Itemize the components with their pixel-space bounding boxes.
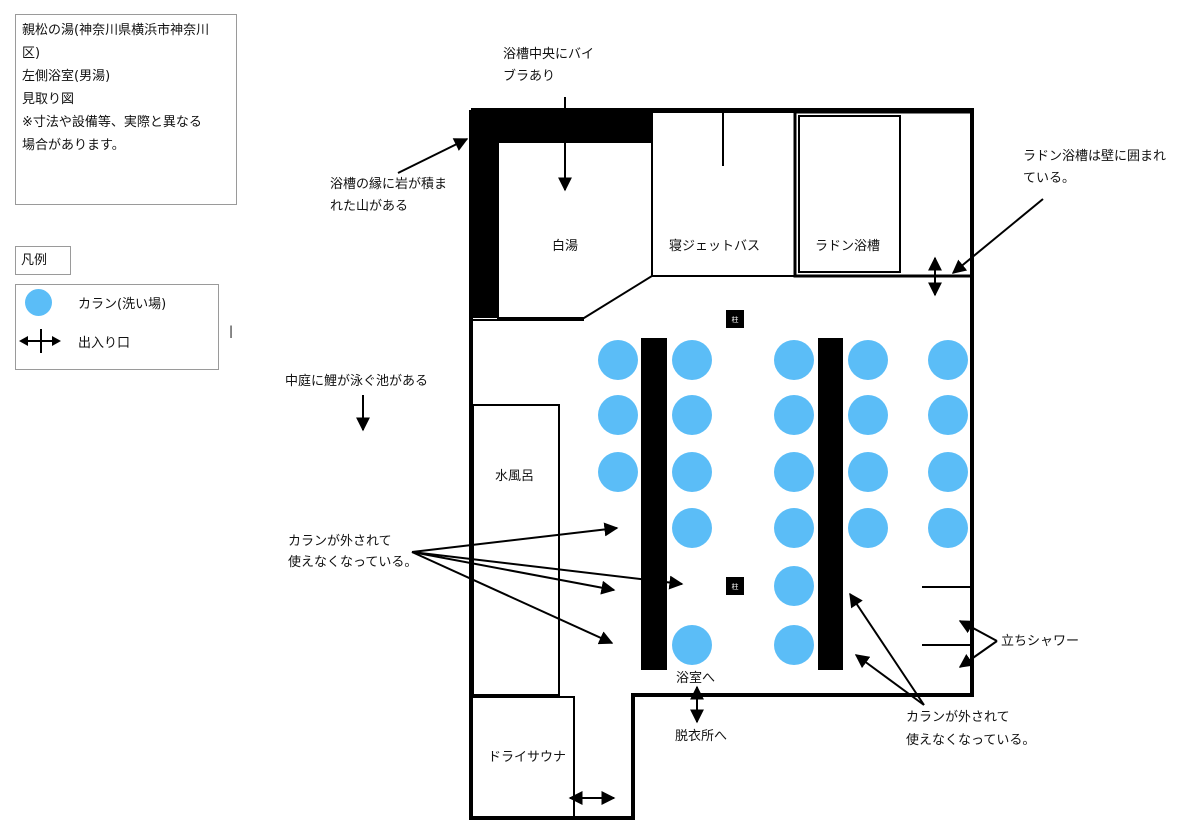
shirayu-tub — [497, 141, 653, 319]
info-line: 左側浴室(男湯) — [22, 69, 111, 84]
annotation-arrow — [951, 198, 1044, 274]
info-line: 場合があります。 — [22, 138, 125, 153]
faucet-partition — [818, 338, 843, 670]
stray-mark: | — [229, 324, 234, 338]
title-info-box: 親松の湯(神奈川県横浜市神奈川 区) 左側浴室(男湯) 見取り図 ※寸法や設備等… — [15, 14, 237, 205]
faucet — [598, 340, 638, 380]
annotation-arrow — [958, 620, 998, 642]
to-dressing-label: 脱衣所へ — [675, 728, 727, 744]
faucet — [672, 452, 712, 492]
vibra-note-line1: 浴槽中央にバイ — [503, 47, 594, 62]
rock-wall-left — [471, 110, 498, 318]
annotation-arrow — [411, 551, 616, 595]
faucet — [928, 340, 968, 380]
info-line: ※寸法や設備等、実際と異なる — [22, 115, 202, 130]
annotation-arrow — [411, 551, 614, 645]
faucet — [848, 452, 888, 492]
faucet — [928, 508, 968, 548]
faucet — [848, 508, 888, 548]
faucets-group — [598, 340, 968, 665]
pillar-label: 柱 — [732, 582, 739, 591]
annotation-arrow — [411, 551, 684, 590]
radon-label: ラドン浴槽 — [815, 239, 880, 254]
faucet — [774, 452, 814, 492]
faucet — [598, 395, 638, 435]
info-line: 見取り図 — [22, 92, 75, 107]
vibra-note-line2: ブラあり — [503, 68, 555, 84]
entrance-arrow-icon — [19, 329, 61, 353]
radon-enclosure — [793, 110, 974, 278]
faucet — [774, 508, 814, 548]
faucet — [774, 625, 814, 665]
pillar — [726, 310, 744, 328]
faucet — [672, 395, 712, 435]
radon-tub — [798, 115, 901, 273]
faucet — [848, 395, 888, 435]
broken-faucet-note-left-line2: 使えなくなっている。 — [288, 554, 417, 570]
koi-pond-note: 中庭に鯉が泳ぐ池がある — [285, 373, 428, 389]
shirayu-label: 白湯 — [552, 238, 578, 254]
radon-note-line2: ている。 — [1023, 171, 1075, 186]
info-line: 区) — [22, 46, 41, 61]
cold-bath-label: 水風呂 — [495, 469, 534, 484]
rocks-note-line2: れた山がある — [330, 199, 408, 214]
faucet — [928, 452, 968, 492]
faucet — [598, 452, 638, 492]
legend-box: カラン(洗い場) 出入り口 — [15, 284, 219, 370]
faucet — [774, 566, 814, 606]
annotation-arrow — [958, 640, 998, 668]
faucet — [672, 508, 712, 548]
faucet — [774, 340, 814, 380]
broken-faucet-note-left-line1: カランが外されて — [288, 534, 392, 549]
radon-note-line1: ラドン浴槽は壁に囲まれ — [1023, 149, 1166, 164]
annotation-arrow — [397, 138, 469, 174]
info-line: 親松の湯(神奈川県横浜市神奈川 — [22, 23, 210, 38]
rock-wall — [471, 110, 652, 318]
rocks-note-line1: 浴槽の縁に岩が積ま — [330, 176, 447, 192]
to-bathroom-label: 浴室へ — [676, 670, 715, 686]
faucet — [928, 395, 968, 435]
faucet-partition — [641, 338, 667, 670]
jet-bath-label: 寝ジェットバス — [669, 238, 760, 254]
legend-title: 凡例 — [15, 246, 71, 275]
annotation-arrow — [849, 592, 925, 706]
legend-entrance-label: 出入り口 — [78, 336, 131, 351]
dry-sauna — [470, 696, 575, 819]
pillar-label: 柱 — [732, 315, 739, 324]
pillar — [726, 577, 744, 595]
rock-wall-top — [471, 110, 652, 142]
faucet — [672, 625, 712, 665]
faucet — [774, 395, 814, 435]
dry-sauna-label: ドライサウナ — [488, 750, 566, 765]
faucet-circle-icon — [25, 289, 52, 316]
faucet — [848, 340, 888, 380]
standing-shower-label: 立ちシャワー — [1001, 634, 1079, 649]
cold-bath — [472, 404, 560, 696]
annotation-arrow — [411, 522, 619, 553]
broken-faucet-note-right-line2: 使えなくなっている。 — [906, 732, 1035, 748]
annotation-arrow — [854, 654, 925, 706]
broken-faucet-note-right-line1: カランが外されて — [906, 710, 1010, 725]
faucet — [672, 340, 712, 380]
legend-faucet-label: カラン(洗い場) — [78, 297, 167, 312]
